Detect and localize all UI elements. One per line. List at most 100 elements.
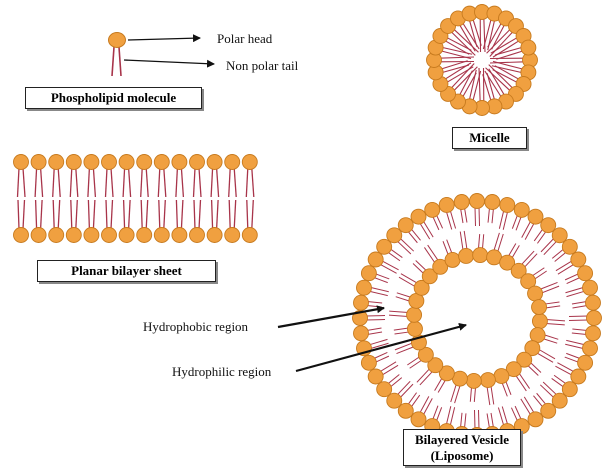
tail-line: [503, 211, 507, 229]
tail-line: [164, 200, 166, 229]
tail-line: [389, 311, 408, 312]
tail-line: [565, 344, 583, 348]
tail-line: [58, 168, 60, 197]
polar-head: [172, 155, 187, 170]
tail-line: [479, 410, 480, 429]
tail-line: [464, 413, 465, 428]
tail-line: [569, 316, 588, 317]
tail-line: [492, 208, 493, 223]
polar-head: [411, 209, 426, 224]
tail-line: [111, 168, 113, 197]
polar-head: [398, 218, 413, 233]
tail-line: [23, 168, 25, 197]
tail-line: [36, 200, 37, 229]
tail-line: [420, 371, 433, 385]
tail-line: [543, 382, 557, 395]
tail-line: [573, 305, 588, 307]
tail-line: [18, 168, 20, 197]
liposome-caption-line2: (Liposome): [404, 448, 520, 464]
polar-head: [485, 195, 500, 210]
polar-head: [583, 280, 598, 295]
tail-line: [569, 320, 588, 321]
tail-line: [35, 168, 37, 197]
tail-line: [129, 200, 131, 229]
polar-head: [459, 248, 474, 263]
tail-line: [464, 208, 466, 223]
phospholipid-caption: Phospholipid molecule: [25, 87, 202, 109]
polar-head: [354, 326, 369, 341]
polar-head: [521, 40, 536, 55]
polar-head: [356, 280, 371, 295]
tail-line: [211, 168, 213, 197]
tail-line: [53, 200, 54, 229]
tail-line: [552, 249, 564, 259]
polar-head: [528, 286, 543, 301]
tail-line: [555, 366, 572, 375]
tail-line: [88, 168, 90, 197]
polar-head-label: Polar head: [217, 31, 273, 46]
tail-line: [141, 168, 143, 197]
tail-line: [557, 363, 574, 372]
tail-line: [464, 231, 467, 250]
tail-line: [374, 277, 388, 282]
tail-line: [401, 274, 417, 284]
tail-line: [252, 200, 254, 229]
tail-line: [556, 261, 572, 271]
tail-line: [23, 200, 25, 229]
tail-line: [534, 229, 543, 241]
tail-line: [470, 387, 471, 402]
tail-line: [217, 200, 219, 229]
polar-head: [532, 300, 547, 315]
tail-line: [397, 381, 410, 395]
tail-line: [146, 200, 148, 229]
polar-head: [207, 228, 222, 243]
tail-line: [129, 168, 131, 197]
tail-line: [572, 302, 587, 304]
polar-head: [585, 326, 600, 341]
polar-head: [500, 197, 515, 212]
planar-bilayer-caption: Planar bilayer sheet: [37, 260, 216, 282]
tail-line: [417, 368, 430, 382]
tail-line: [389, 315, 408, 316]
tail-line: [424, 247, 435, 263]
tail-line: [181, 168, 183, 197]
tail-line: [93, 200, 95, 229]
tail-line: [111, 200, 113, 229]
polar-head: [494, 369, 509, 384]
tail-line: [525, 223, 534, 240]
polar-head: [225, 228, 240, 243]
tail-line: [394, 328, 409, 330]
polar-head: [242, 228, 257, 243]
polar-head: [137, 228, 152, 243]
tail-line: [512, 245, 520, 258]
polar-head: [377, 382, 392, 397]
tail-line: [88, 200, 89, 229]
polar-head: [354, 295, 369, 310]
phospholipid-molecule: [109, 33, 126, 77]
polar-head: [454, 195, 469, 210]
tail-line: [543, 339, 557, 344]
tail-line: [71, 200, 72, 229]
liposome-caption: Bilayered Vesicle (Liposome): [403, 429, 521, 466]
polar-head: [119, 155, 134, 170]
polar-head: [66, 155, 81, 170]
tail-line: [474, 387, 475, 402]
tail-line: [375, 274, 389, 279]
liposome-caption-line1: Bilayered Vesicle: [404, 432, 520, 448]
tail-line: [555, 252, 567, 262]
polar-head: [190, 155, 205, 170]
tail-line: [572, 329, 587, 330]
tail-line: [112, 47, 114, 76]
tail-line: [53, 168, 55, 197]
tail-line: [70, 168, 72, 197]
tail-line: [397, 241, 411, 254]
tail-line: [534, 271, 546, 279]
tail-line: [508, 244, 516, 257]
tail-line: [491, 413, 493, 428]
polar-head: [368, 369, 383, 384]
polar-head: [242, 155, 257, 170]
tail-line: [438, 380, 446, 393]
tail-line: [552, 378, 564, 387]
tail-line: [423, 221, 433, 237]
tail-line: [234, 200, 236, 229]
